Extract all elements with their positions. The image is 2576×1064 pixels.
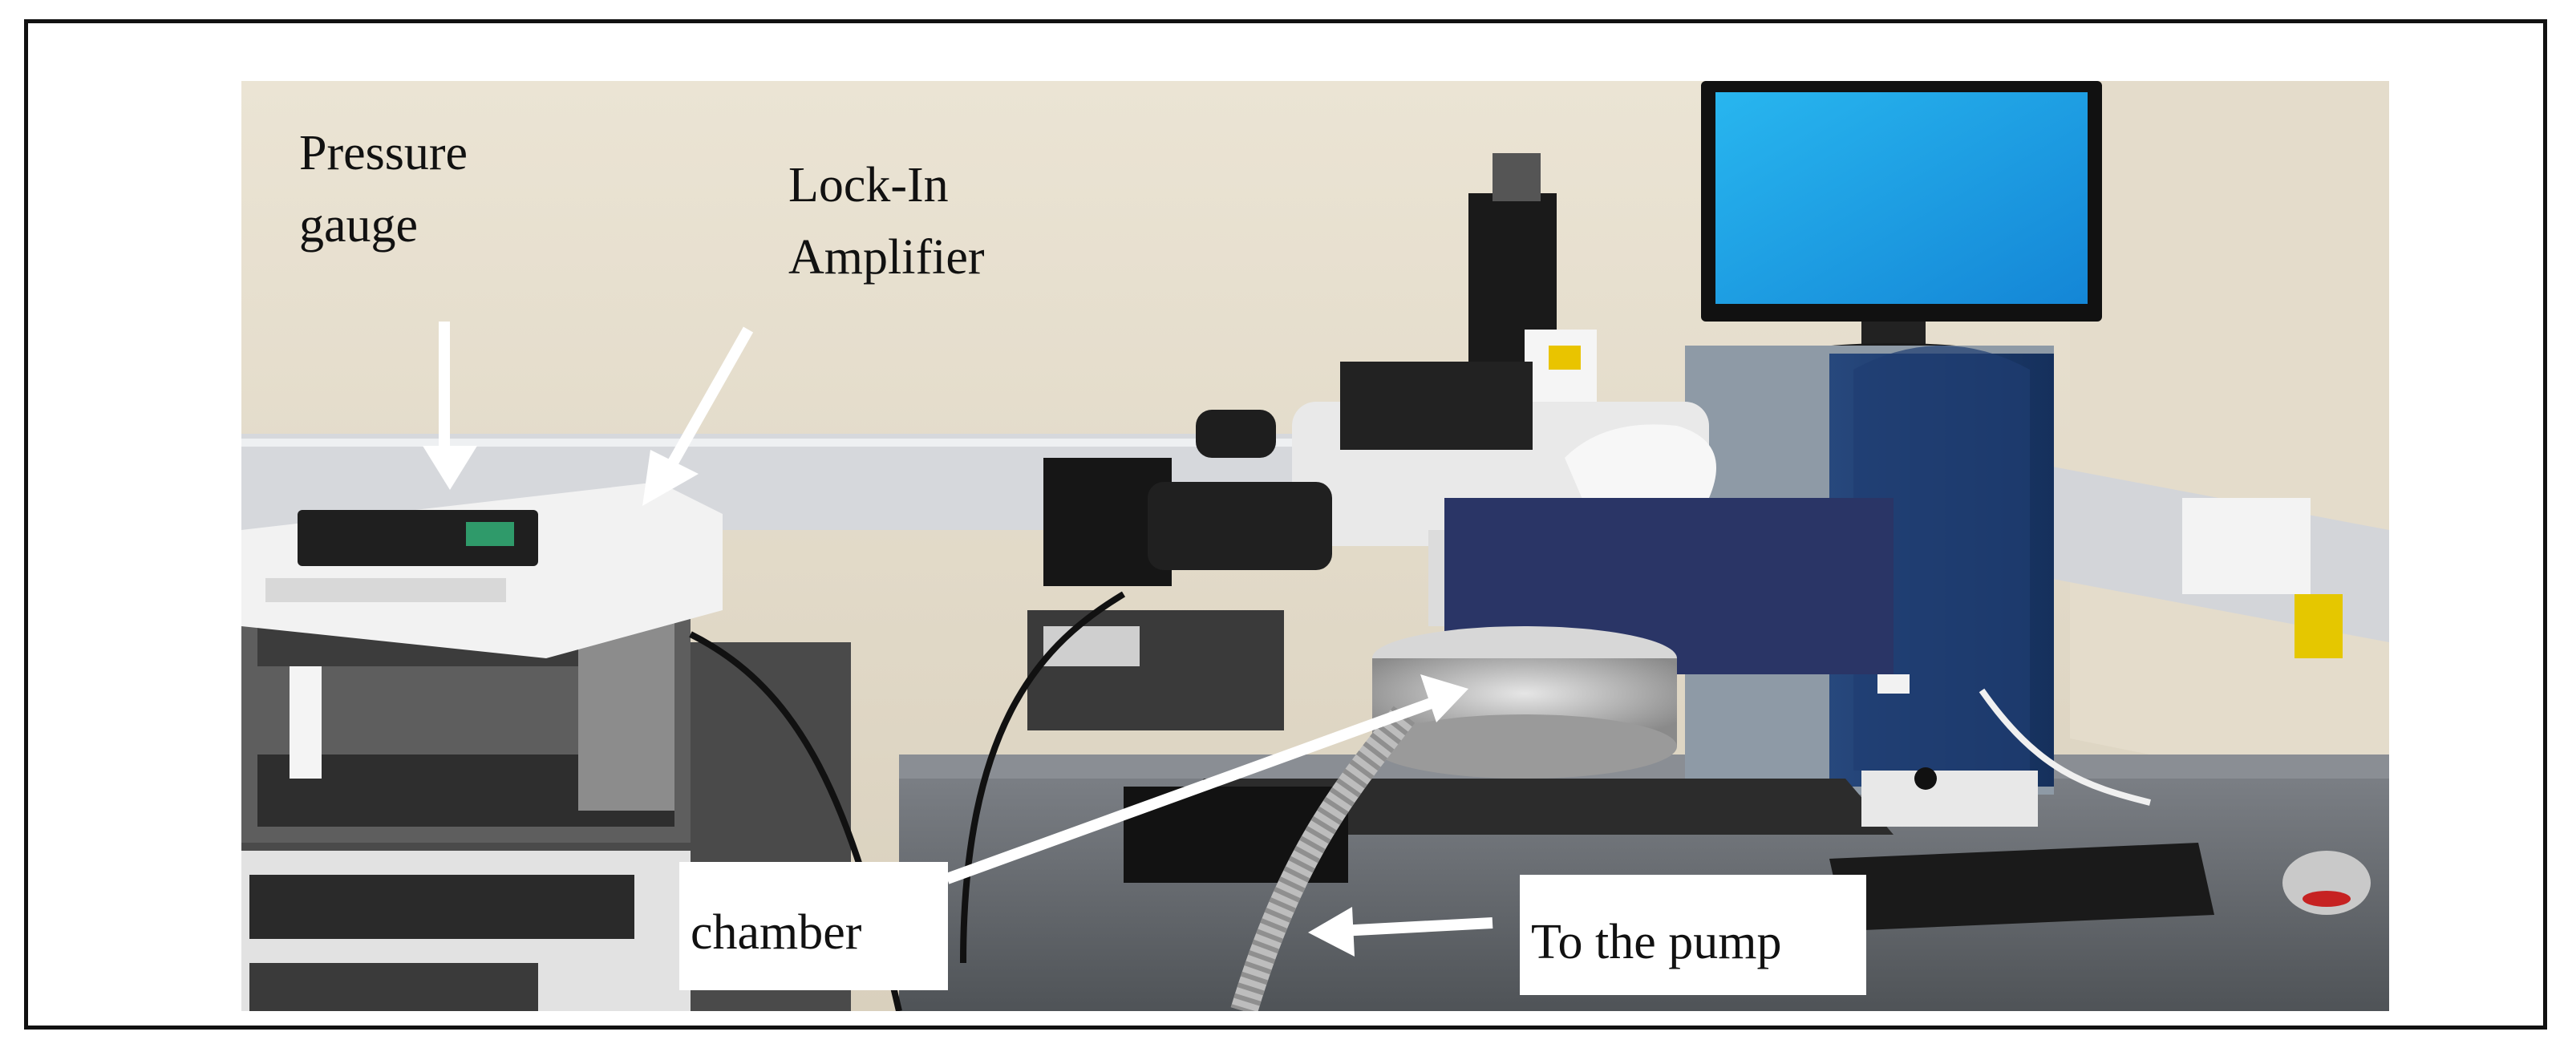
lock-in-label-line1: Lock-In: [788, 158, 949, 212]
pressure-gauge-label: Pressure gauge: [299, 118, 468, 262]
photo-illustration: [241, 81, 2389, 1011]
chamber-label: chamber: [679, 862, 948, 990]
lock-in-arrow: [642, 326, 754, 506]
annotation-arrows: [423, 322, 1493, 957]
pump-arrow: [1308, 907, 1493, 957]
monitor-screen: [1715, 92, 2088, 304]
lab-setup-photo: [241, 81, 2389, 1011]
keyboard: [1829, 843, 2214, 931]
pressure-gauge-arrow: [423, 322, 477, 490]
lock-in-amplifier-label: Lock-In Amplifier: [788, 150, 985, 294]
lock-in-label-line2: Amplifier: [788, 229, 985, 285]
to-the-pump-label: To the pump: [1520, 875, 1866, 995]
pressure-gauge-label-line2: gauge: [299, 197, 419, 253]
chamber-arrow: [945, 674, 1468, 884]
figure-frame: Pressure gauge Lock-In Amplifier chamber…: [24, 19, 2547, 1030]
pressure-gauge-label-line1: Pressure: [299, 126, 468, 180]
